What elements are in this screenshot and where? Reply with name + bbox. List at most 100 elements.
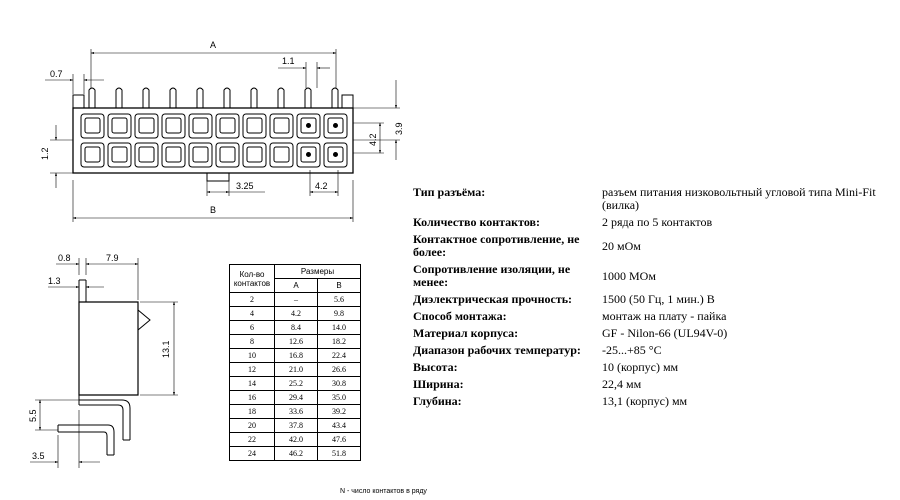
size-a-cell: 33.6 [274, 404, 318, 419]
count-cell: 10 [229, 348, 275, 363]
count-cell: 4 [229, 306, 275, 321]
pin [277, 87, 285, 108]
contact-cell [215, 113, 240, 139]
dim-1-2-label: 1.2 [40, 147, 50, 160]
dim-0-8-label: 0.8 [58, 253, 71, 263]
size-a-cell: 42.0 [274, 432, 318, 447]
dim-13-1-label: 13.1 [161, 340, 171, 358]
size-b-cell: 22.4 [317, 348, 361, 363]
dim-4-2-h-label: 4.2 [315, 181, 328, 191]
contact-cell [107, 113, 132, 139]
pin [250, 87, 258, 108]
col-b-header: B [317, 278, 361, 293]
spec-key: Глубина: [413, 394, 462, 408]
dim-5-5-label: 5.5 [28, 409, 38, 422]
side-view-labels: 0.8 7.9 1.3 13.1 5.5 3.5 [28, 253, 171, 461]
dim-a-label: A [210, 40, 216, 50]
pin [223, 87, 231, 108]
count-cell: 8 [229, 334, 275, 349]
contact-cell [296, 113, 321, 139]
size-b-cell: 9.8 [317, 306, 361, 321]
size-b-cell: 30.8 [317, 376, 361, 391]
contact-cell [269, 142, 294, 168]
size-b-cell: 43.4 [317, 418, 361, 433]
count-cell: 16 [229, 390, 275, 405]
spec-value: 10 (корпус) мм [602, 360, 679, 374]
specs-table: Тип разъёма:разъем питания низковольтный… [413, 186, 893, 412]
contact-hole [300, 117, 317, 134]
contact-pin-dot [333, 123, 338, 128]
pins-row [88, 87, 339, 108]
contact-hole [327, 146, 344, 163]
size-b-cell: 5.6 [317, 292, 361, 307]
spec-key: Диапазон рабочих температур: [413, 343, 581, 357]
contact-hole [84, 117, 101, 134]
spec-row: Контактное сопротивление, не более:20 мО… [413, 233, 893, 263]
contact-cell [269, 113, 294, 139]
dim-3-5-label: 3.5 [32, 451, 45, 461]
pin [142, 87, 150, 108]
contact-hole [111, 146, 128, 163]
col-a-header: A [274, 278, 318, 293]
pin [88, 87, 96, 108]
contact-cell [215, 142, 240, 168]
spec-row: Сопротивление изоляции, не менее:1000 МО… [413, 263, 893, 293]
size-b-cell: 51.8 [317, 446, 361, 461]
contact-hole [111, 117, 128, 134]
spec-value: 1500 (50 Гц, 1 мин.) В [602, 292, 715, 306]
spec-row: Диапазон рабочих температур:-25...+85 °C [413, 344, 893, 361]
size-a-cell: 21.0 [274, 362, 318, 377]
spec-row: Диэлектрическая прочность:1500 (50 Гц, 1… [413, 293, 893, 310]
count-cell: 18 [229, 404, 275, 419]
contact-cell [107, 142, 132, 168]
contact-cell [188, 113, 213, 139]
footnote: N - число контактов в ряду [340, 488, 427, 495]
contact-cell [188, 142, 213, 168]
dim-7-9-label: 7.9 [106, 253, 119, 263]
dim-3-9-label: 3.9 [394, 122, 404, 135]
spec-key: Высота: [413, 360, 458, 374]
contact-hole [165, 146, 182, 163]
pin [196, 87, 204, 108]
dim-3-25-label: 3.25 [236, 181, 254, 191]
contact-hole [192, 146, 209, 163]
count-cell: 20 [229, 418, 275, 433]
contact-cell [242, 142, 267, 168]
spec-key: Контактное сопротивление, не более: [413, 232, 580, 259]
size-a-cell: 46.2 [274, 446, 318, 461]
contact-pin-dot [306, 123, 311, 128]
size-b-cell: 47.6 [317, 432, 361, 447]
spec-value: 1000 МОм [602, 268, 656, 283]
contact-hole [138, 117, 155, 134]
spec-value: 22,4 мм [602, 377, 642, 391]
pin [115, 87, 123, 108]
spec-row: Глубина:13,1 (корпус) мм [413, 395, 893, 412]
contact-hole [246, 117, 263, 134]
spec-row: Ширина:22,4 мм [413, 378, 893, 395]
contact-hole [273, 146, 290, 163]
size-b-cell: 14.0 [317, 320, 361, 335]
size-a-cell: – [274, 292, 318, 307]
size-b-cell: 26.6 [317, 362, 361, 377]
spec-value: разъем питания низковольтный угловой тип… [602, 185, 876, 212]
spec-row: Материал корпуса:GF - Nilon-66 (UL94V-0) [413, 327, 893, 344]
dim-b-label: B [210, 205, 216, 215]
contact-hole [192, 117, 209, 134]
contact-cell [323, 142, 348, 168]
size-a-cell: 4.2 [274, 306, 318, 321]
spec-key: Способ монтажа: [413, 309, 507, 323]
count-cell: 14 [229, 376, 275, 391]
contact-pin-dot [306, 152, 311, 157]
size-a-cell: 25.2 [274, 376, 318, 391]
count-cell: 2 [229, 292, 275, 307]
spec-value: GF - Nilon-66 (UL94V-0) [602, 326, 728, 340]
dim-4-2-v-label: 4.2 [368, 133, 378, 146]
